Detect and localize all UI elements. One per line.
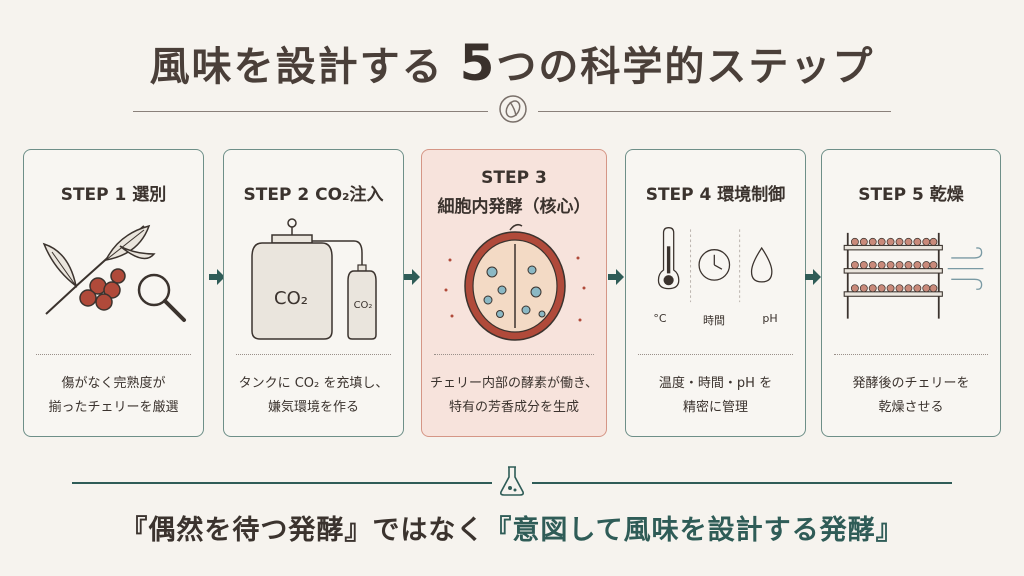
step-1-desc-line1: 傷がなく完熟度が: [61, 376, 166, 391]
cylinder-label: CO₂: [353, 300, 373, 311]
step-3-desc: チェリー内部の酵素が働き、特有の芳香成分を生成: [422, 372, 606, 420]
cherry-cross-section-icon: [444, 223, 586, 341]
top-divider-left: [133, 111, 488, 112]
label-ph: pH: [762, 312, 778, 325]
step-5-desc: 発酵後のチェリーを乾燥させる: [822, 372, 1000, 420]
step-card-3: STEP 3 細胞内発酵（核心） チェリー内部の酵素が働き、特有の芳香成分を生成: [421, 149, 607, 437]
step-card-4: STEP 4 環境制御 °C 時間 pH 温度・時間・pH を精密に管理: [625, 149, 806, 437]
co2-tank-icon: [251, 218, 377, 340]
coffee-branch-magnifier-icon: [42, 224, 186, 322]
step-4-title: STEP 4 環境制御: [645, 185, 786, 205]
bottom-divider-left: [72, 482, 492, 484]
step-card-2: STEP 2 CO₂注入 CO₂ CO₂ タンクに CO₂ を充填し、嫌気環境を…: [223, 149, 404, 437]
step-5-title: STEP 5 乾燥: [858, 185, 964, 205]
page-title: 風味を設計する 5つの科学的ステップ: [0, 34, 1024, 92]
bottom-divider-right: [532, 482, 952, 484]
step-card-5: STEP 5 乾燥 発酵後のチェリーを乾燥させる: [821, 149, 1001, 437]
step-1-title: STEP 1 選別: [60, 185, 167, 205]
thermometer-clock-drop-icon: [657, 227, 773, 303]
step-3-title: STEP 3: [481, 168, 547, 188]
arrow-right-icon-1: [209, 269, 225, 285]
title-text-b: つの科学的ステップ: [496, 44, 875, 90]
step-5-desc-line2: 乾燥させる: [878, 400, 944, 415]
step-1-separator: [36, 354, 191, 355]
step-3-desc-line1: チェリー内部の酵素が働き、: [429, 376, 599, 391]
step-4-desc-line2: 精密に管理: [682, 400, 748, 415]
flask-icon: [500, 466, 524, 496]
title-text-a: 風味を設計する: [149, 44, 444, 90]
arrow-right-icon-2: [404, 269, 420, 285]
bottom-message-part2: 『意図して風味を設計する発酵』: [484, 515, 904, 546]
step-1-desc-line2: 揃ったチェリーを厳選: [48, 400, 179, 415]
label-celsius: °C: [653, 312, 667, 325]
step-2-desc: タンクに CO₂ を充填し、嫌気環境を作る: [224, 372, 403, 420]
drying-rack-icon: [843, 232, 984, 319]
step-2-separator: [236, 354, 391, 355]
step-5-separator: [834, 354, 988, 355]
step-2-desc-line1: タンクに CO₂ を充填し、: [238, 376, 389, 391]
tank-label: CO₂: [274, 288, 308, 309]
step-2-desc-line2: 嫌気環境を作る: [267, 400, 359, 415]
arrow-right-icon-3: [608, 269, 624, 285]
bottom-message: 『偶然を待つ発酵』ではなく『意図して風味を設計する発酵』: [0, 508, 1024, 547]
title-number: 5: [459, 34, 497, 92]
bottom-message-part1: 『偶然を待つ発酵』ではなく: [120, 515, 485, 546]
top-divider-right: [538, 111, 891, 112]
label-time: 時間: [703, 314, 725, 327]
coffee-bean-icon: [499, 95, 527, 123]
step-1-desc: 傷がなく完熟度が揃ったチェリーを厳選: [24, 372, 203, 420]
step-5-desc-line1: 発酵後のチェリーを: [852, 376, 970, 391]
step-4-desc: 温度・時間・pH を精密に管理: [626, 372, 805, 420]
step-card-1: STEP 1 選別 傷がなく完熟度が揃ったチェリーを厳選: [23, 149, 204, 437]
arrow-right-icon-4: [805, 269, 821, 285]
step-3-subtitle: 細胞内発酵（核心）: [437, 197, 591, 217]
step-4-desc-line1: 温度・時間・pH を: [658, 376, 773, 391]
step-4-separator: [638, 354, 793, 355]
step-3-desc-line2: 特有の芳香成分を生成: [448, 400, 579, 415]
step-3-separator: [434, 354, 594, 355]
step-2-title: STEP 2 CO₂注入: [243, 185, 384, 205]
